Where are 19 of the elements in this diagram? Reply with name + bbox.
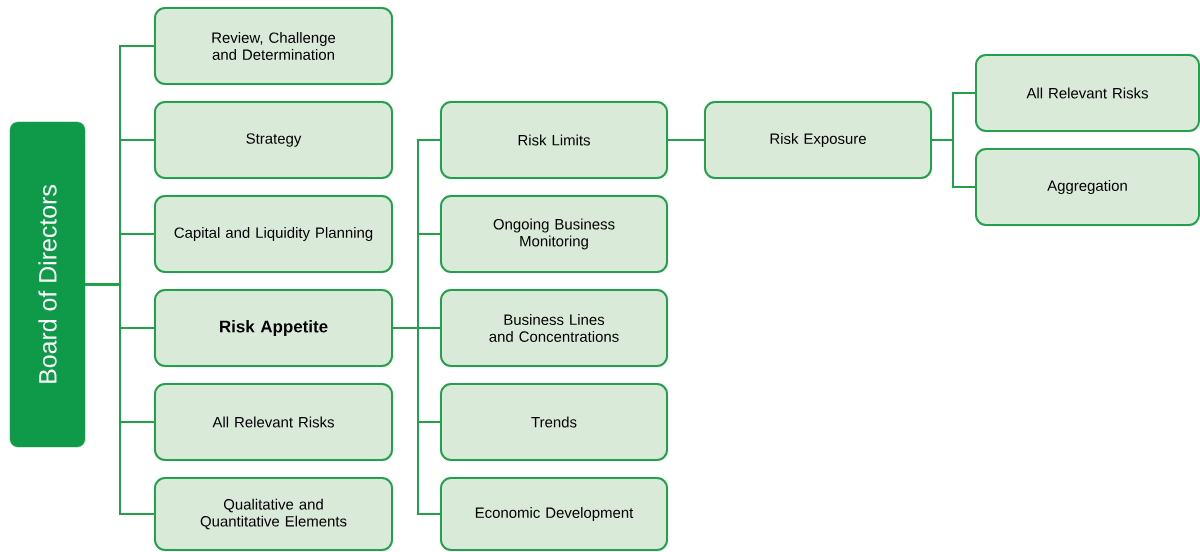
connector-line — [392, 327, 441, 515]
process-box: Qualitative and Quantitative Elements — [154, 477, 393, 551]
title-bar: Board of Directors — [9, 121, 86, 448]
process-box: Aggregation — [975, 148, 1200, 226]
process-box: Economic Development — [440, 477, 668, 551]
process-box: Risk Exposure — [704, 101, 932, 179]
process-box: All Relevant Risks — [975, 54, 1200, 132]
process-box: All Relevant Risks — [154, 383, 393, 461]
connector-line — [84, 283, 155, 515]
process-box: Business Lines and Concentrations — [440, 289, 668, 367]
process-box: Risk Appetite — [154, 289, 393, 367]
process-box: Ongoing Business Monitoring — [440, 195, 668, 273]
process-box: Trends — [440, 383, 668, 461]
process-box: Capital and Liquidity Planning — [154, 195, 393, 273]
process-box: Risk Limits — [440, 101, 668, 179]
connector-line — [667, 139, 705, 141]
process-box: Strategy — [154, 101, 393, 179]
process-box: Review, Challenge and Determination — [154, 7, 393, 85]
connector-line — [931, 139, 976, 188]
